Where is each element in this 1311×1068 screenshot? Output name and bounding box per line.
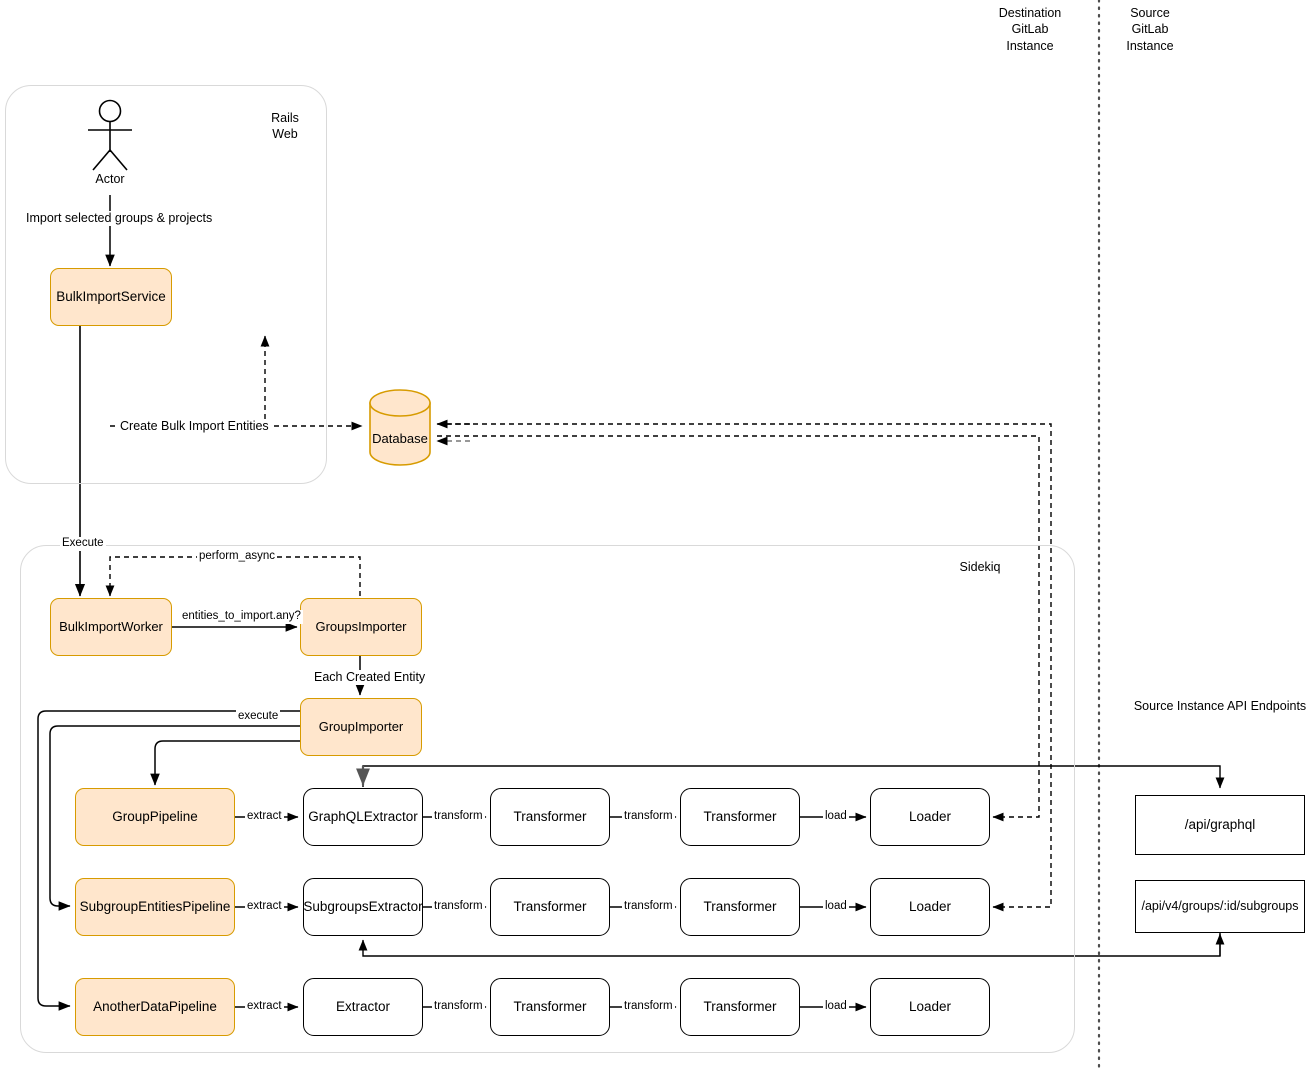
node-extractor-row3[interactable]: Extractor	[303, 978, 423, 1036]
api-endpoint-subgroups[interactable]: /api/v4/groups/:id/subgroups	[1135, 880, 1305, 933]
node-loader-row1[interactable]: Loader	[870, 788, 990, 846]
edge-label-load-row3: load	[823, 1000, 849, 1014]
node-group-pipeline[interactable]: GroupPipeline	[75, 788, 235, 846]
container-sidekiq	[20, 545, 1075, 1053]
container-rails-web-label: Rails Web	[271, 111, 299, 141]
edge-label-transform-row2-a: transform	[432, 900, 485, 914]
api-endpoints-heading: Source Instance API Endpoints	[1133, 699, 1307, 713]
edge-label-transform-row2-b: transform	[622, 900, 675, 914]
node-graphql-extractor[interactable]: GraphQLExtractor	[303, 788, 423, 846]
node-database-label[interactable]: Database	[372, 431, 428, 447]
edge-label-transform-row3-b: transform	[622, 1000, 675, 1014]
edge-label-extract-row2: extract	[245, 900, 284, 914]
edge-label-execute: Execute	[60, 537, 106, 551]
edge-database-to-loader-row1	[437, 435, 1040, 822]
edge-database-to-loader-row2	[437, 423, 1052, 912]
edge-label-load-row2: load	[823, 900, 849, 914]
edge-execute-group-pipeline	[150, 740, 300, 786]
edge-label-entities-to-import: entities_to_import.any?	[180, 610, 303, 624]
edge-label-transform-row1-a: transform	[432, 810, 485, 824]
actor-label: Actor	[95, 172, 125, 186]
node-transformer-row2-a[interactable]: Transformer	[490, 878, 610, 936]
node-transformer-row1-b[interactable]: Transformer	[680, 788, 800, 846]
node-bulk-import-worker[interactable]: BulkImportWorker	[50, 598, 172, 656]
source-instance-label: Source GitLab Instance	[1126, 6, 1174, 53]
destination-instance-label: Destination GitLab Instance	[998, 6, 1062, 53]
node-transformer-row3-b[interactable]: Transformer	[680, 978, 800, 1036]
container-rails-web	[5, 85, 327, 484]
node-groups-importer[interactable]: GroupsImporter	[300, 598, 422, 656]
node-transformer-row1-a[interactable]: Transformer	[490, 788, 610, 846]
container-sidekiq-label: Sidekiq	[959, 560, 1001, 574]
edge-label-perform-async: perform_async	[197, 550, 278, 564]
edge-label-create-entities: Create Bulk Import Entities	[118, 419, 271, 434]
edge-label-execute-pipeline: execute	[236, 710, 281, 724]
node-loader-row3[interactable]: Loader	[870, 978, 990, 1036]
actor-icon	[88, 99, 132, 171]
api-endpoint-graphql[interactable]: /api/graphql	[1135, 795, 1305, 855]
node-another-data-pipeline[interactable]: AnotherDataPipeline	[75, 978, 235, 1036]
node-transformer-row3-a[interactable]: Transformer	[490, 978, 610, 1036]
edge-label-each-created-entity: Each Created Entity	[312, 670, 428, 685]
node-subgroup-entities-pipeline[interactable]: SubgroupEntitiesPipeline	[75, 878, 235, 936]
database-cylinder	[369, 389, 431, 466]
edge-label-extract-row1: extract	[245, 810, 284, 824]
edge-label-transform-row3-a: transform	[432, 1000, 485, 1014]
edge-label-transform-row1-b: transform	[622, 810, 675, 824]
edge-label-load-row1: load	[823, 810, 849, 824]
edge-execute-subgroup-entities-pipeline	[49, 725, 300, 911]
node-group-importer[interactable]: GroupImporter	[300, 698, 422, 756]
edge-label-extract-row3: extract	[245, 1000, 284, 1014]
edge-execute-another-data-pipeline	[37, 710, 300, 1011]
node-loader-row2[interactable]: Loader	[870, 878, 990, 936]
node-subgroups-extractor[interactable]: SubgroupsExtractor	[303, 878, 423, 936]
node-transformer-row2-b[interactable]: Transformer	[680, 878, 800, 936]
edge-label-import-selected: Import selected groups & projects	[24, 211, 215, 226]
node-bulk-import-service[interactable]: BulkImportService	[50, 268, 172, 326]
